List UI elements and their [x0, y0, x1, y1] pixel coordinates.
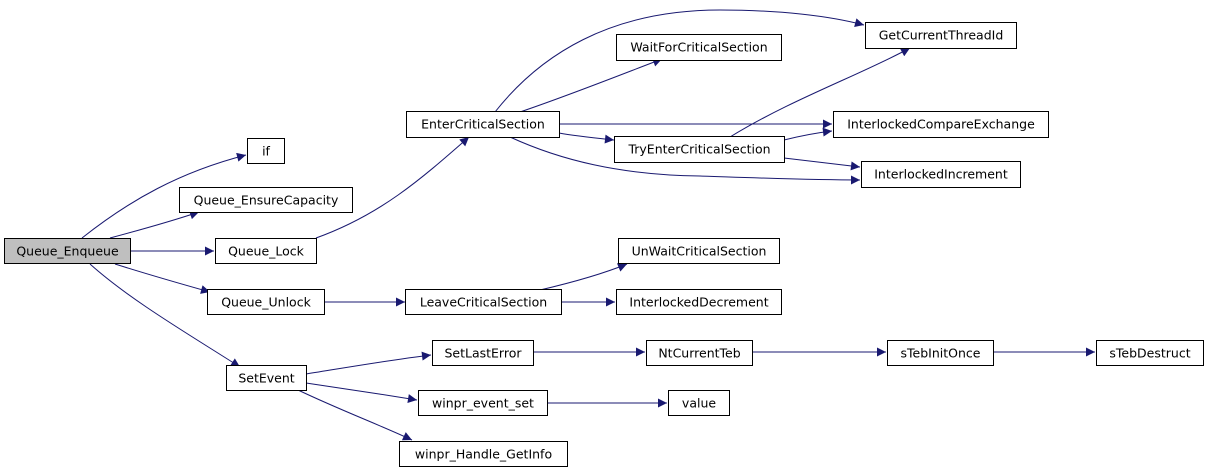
edge-entercriticalsection-to-tryentercriticalsection: [558, 132, 615, 144]
node-label-interlockedcompareexchange: InterlockedCompareExchange: [847, 117, 1035, 132]
node-label-interlockeddecrement: InterlockedDecrement: [629, 295, 768, 310]
node-entercriticalsection[interactable]: EnterCriticalSection: [406, 111, 560, 138]
node-label-setevent: SetEvent: [238, 371, 294, 386]
node-label-winpr-event-set: winpr_event_set: [432, 396, 534, 411]
node-label-queue-enqueue: Queue_Enqueue: [16, 244, 119, 259]
node-leavecriticalsection[interactable]: LeaveCriticalSection: [405, 289, 562, 315]
node-interlockedcompareexchange[interactable]: InterlockedCompareExchange: [833, 111, 1049, 138]
edge-entercriticalsection-to-waitforcriticalsection: [519, 57, 663, 113]
edge-queue-enqueue-to-ensurecapacity: [109, 210, 200, 239]
node-label-queue-unlock: Queue_Unlock: [221, 295, 311, 310]
node-label-getcurrentthreadid: GetCurrentThreadId: [879, 28, 1004, 43]
node-interlockeddecrement[interactable]: InterlockedDecrement: [616, 289, 782, 315]
node-label-stebdestruct: sTebDestruct: [1109, 346, 1190, 361]
node-label-stebinitonce: sTebInitOnce: [901, 346, 981, 361]
edge-queue-enqueue-to-setevent: [89, 263, 241, 368]
node-queue-ensurecapacity[interactable]: Queue_EnsureCapacity: [179, 187, 353, 213]
node-if[interactable]: if: [247, 138, 285, 164]
node-queue-enqueue[interactable]: Queue_Enqueue: [4, 238, 131, 264]
edge-entercriticalsection-to-getcurrentthreadid: [494, 9, 865, 113]
node-queue-lock[interactable]: Queue_Lock: [215, 238, 317, 264]
node-label-queue-lock: Queue_Lock: [228, 244, 305, 259]
node-label-winpr-handle-getinfo: winpr_Handle_GetInfo: [415, 447, 552, 462]
edge-queue-enqueue-to-queue-unlock: [114, 263, 211, 294]
edge-tryentercriticalsection-to-interlockedcompareexchange: [783, 127, 833, 141]
node-label-ntcurrentteb: NtCurrentTeb: [658, 346, 740, 361]
edge-setevent-to-winpr-handle-getinfo: [297, 389, 413, 441]
edge-queue-lock-to-entercriticalsection: [315, 136, 470, 239]
node-label-queue-ensurecapacity: Queue_EnsureCapacity: [194, 193, 339, 208]
edge-setevent-to-winpr-event-set: [305, 382, 418, 404]
node-label-leavecriticalsection: LeaveCriticalSection: [420, 295, 547, 310]
edge-tryentercriticalsection-to-getcurrentthreadid: [729, 47, 911, 138]
node-waitforcriticalsection[interactable]: WaitForCriticalSection: [616, 34, 782, 61]
node-setlasterror[interactable]: SetLastError: [432, 340, 534, 366]
node-label-interlockedincrement: InterlockedIncrement: [874, 167, 1008, 182]
node-interlockedincrement[interactable]: InterlockedIncrement: [861, 161, 1021, 188]
edge-setevent-to-setlasterror: [305, 351, 432, 375]
node-value[interactable]: value: [668, 390, 730, 416]
node-winpr-handle-getinfo[interactable]: winpr_Handle_GetInfo: [399, 441, 568, 467]
node-label-if: if: [262, 144, 270, 159]
edge-queue-enqueue-to-if: [81, 152, 247, 239]
edge-leavecriticalsection-to-unwaitcriticalsection: [539, 263, 628, 291]
node-getcurrentthreadid[interactable]: GetCurrentThreadId: [865, 22, 1017, 49]
node-label-tryentercriticalsection: TryEnterCriticalSection: [627, 142, 770, 157]
node-stebdestruct[interactable]: sTebDestruct: [1096, 340, 1204, 366]
edge-tryentercriticalsection-to-interlockedincrement: [783, 157, 861, 171]
node-tryentercriticalsection[interactable]: TryEnterCriticalSection: [614, 136, 785, 163]
node-setevent[interactable]: SetEvent: [226, 365, 307, 391]
node-winpr-event-set[interactable]: winpr_event_set: [418, 390, 548, 416]
node-unwaitcriticalsection[interactable]: UnWaitCriticalSection: [618, 238, 780, 264]
node-label-waitforcriticalsection: WaitForCriticalSection: [630, 40, 767, 55]
node-label-entercriticalsection: EnterCriticalSection: [421, 117, 545, 132]
node-label-setlasterror: SetLastError: [444, 346, 522, 361]
edge-entercriticalsection-to-interlockedincrement: [509, 136, 861, 185]
node-stebinitonce[interactable]: sTebInitOnce: [887, 340, 994, 366]
node-ntcurrentteb[interactable]: NtCurrentTeb: [646, 340, 753, 366]
node-label-unwaitcriticalsection: UnWaitCriticalSection: [632, 244, 767, 259]
node-label-value: value: [682, 396, 716, 411]
node-queue-unlock[interactable]: Queue_Unlock: [207, 289, 325, 315]
